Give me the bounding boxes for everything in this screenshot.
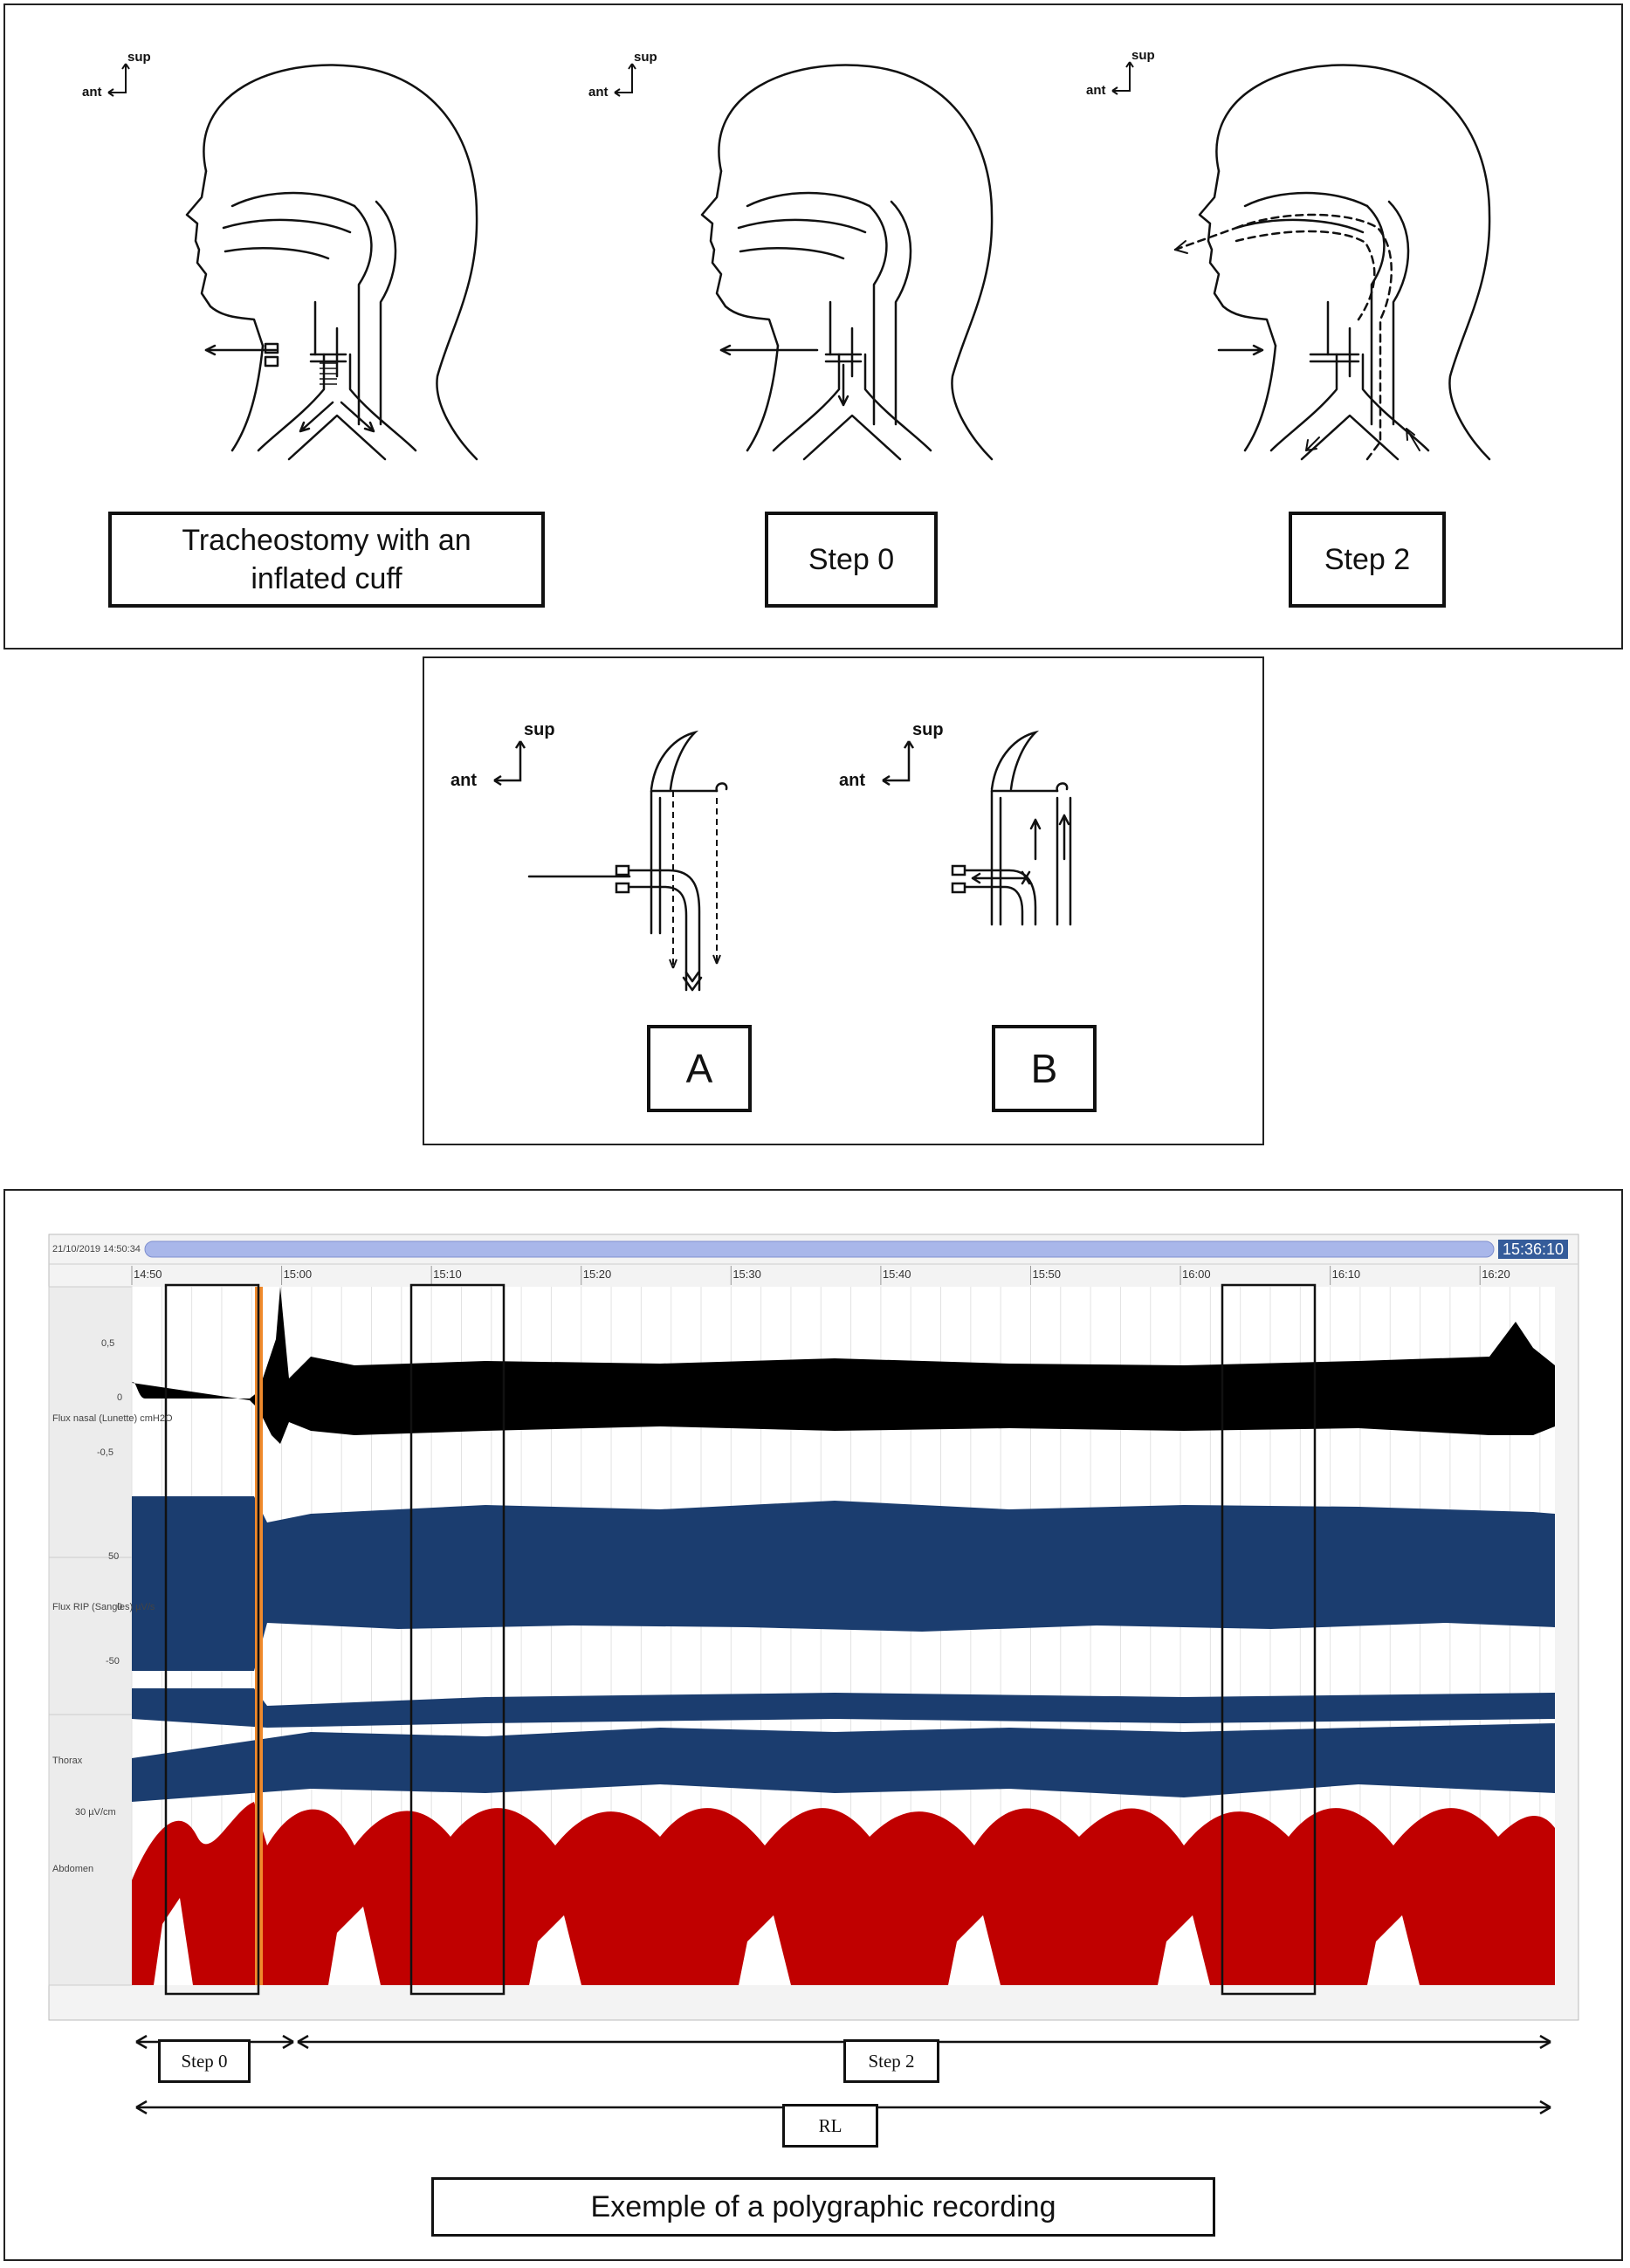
time-tick-label: 16:10 xyxy=(1332,1268,1361,1281)
highlight-box-1 xyxy=(164,1283,260,1996)
time-tick-label: 15:40 xyxy=(883,1268,911,1281)
svg-text:sup: sup xyxy=(524,720,555,739)
channel-rip-flow-trace xyxy=(132,1496,1555,1671)
channel-label-3: Thorax xyxy=(52,1756,83,1766)
svg-text:sup: sup xyxy=(634,50,657,65)
cannula-diagram-b xyxy=(951,730,1072,926)
time-tick-label: 15:30 xyxy=(732,1268,761,1281)
svg-text:ant: ant xyxy=(839,771,865,790)
highlight-box-2 xyxy=(409,1283,506,1996)
recording-datetime: 21/10/2019 14:50:34 xyxy=(52,1244,141,1254)
channel-label-2: Flux RIP (Sangles) µV/s xyxy=(52,1602,155,1612)
head-diagram-step2 xyxy=(1173,64,1491,461)
label-step2-recording: Step 2 xyxy=(843,2039,939,2083)
svg-text:0,5: 0,5 xyxy=(101,1338,114,1349)
time-tick-label: 16:00 xyxy=(1182,1268,1211,1281)
axes-indicator-3: sup ant xyxy=(1086,48,1155,98)
axes-indicator-2: sup ant xyxy=(588,50,657,100)
head-diagram-step0 xyxy=(700,64,994,461)
cannula-diagram-a xyxy=(527,730,728,992)
svg-text:ant: ant xyxy=(588,85,609,100)
svg-text:ant: ant xyxy=(1086,83,1106,98)
label-b: B xyxy=(992,1025,1097,1112)
middle-panel: sup ant sup ant xyxy=(423,656,1264,1145)
time-tick-label: 15:50 xyxy=(1032,1268,1061,1281)
axis-sup-label: sup xyxy=(127,50,151,65)
channel-nasal-flow-trace xyxy=(132,1287,1555,1444)
axes-indicator-1: sup ant xyxy=(82,50,151,100)
time-tick-label: 15:10 xyxy=(433,1268,462,1281)
svg-text:ant: ant xyxy=(450,771,477,790)
label-step0-top: Step 0 xyxy=(765,512,938,608)
highlight-box-3 xyxy=(1221,1283,1317,1996)
channel-thorax-trace xyxy=(132,1723,1555,1802)
label-tracheostomy: Tracheostomy with an inflated cuff xyxy=(108,512,545,608)
label-a: A xyxy=(647,1025,752,1112)
head-diagram-tracheostomy xyxy=(185,64,478,461)
channel-label-1: Flux nasal (Lunette) cmH2O xyxy=(52,1413,173,1424)
clock-readout: 15:36:10 xyxy=(1503,1241,1564,1258)
svg-text:-0,5: -0,5 xyxy=(97,1447,113,1458)
svg-text:0: 0 xyxy=(117,1602,122,1612)
svg-text:sup: sup xyxy=(912,720,944,739)
top-panel: sup ant sup ant sup ant Tracheostomy wit… xyxy=(3,3,1623,649)
label-step0-recording: Step 0 xyxy=(158,2039,251,2083)
axes-indicator-4: sup ant xyxy=(450,720,555,790)
svg-text:-50: -50 xyxy=(106,1656,120,1667)
svg-text:30 µV/cm: 30 µV/cm xyxy=(75,1807,116,1818)
time-tick-label: 15:20 xyxy=(583,1268,612,1281)
time-tick-label: 14:50 xyxy=(134,1268,162,1281)
svg-text:50: 50 xyxy=(108,1551,119,1562)
channel-label-4: Abdomen xyxy=(52,1864,93,1874)
time-tick-label: 15:00 xyxy=(284,1268,313,1281)
svg-text:0: 0 xyxy=(117,1392,122,1403)
svg-text:sup: sup xyxy=(1131,48,1155,63)
label-rl: RL xyxy=(782,2104,878,2148)
bottom-panel: 15:36:10 21/10/2019 14:50:34 14:50 15:00 1… xyxy=(3,1189,1623,2261)
axes-indicator-5: sup ant xyxy=(839,720,944,790)
label-step2-top: Step 2 xyxy=(1289,512,1446,608)
recording-caption: Exemple of a polygraphic recording xyxy=(431,2177,1215,2237)
axis-ant-label: ant xyxy=(82,85,102,100)
polygraph-screenshot: 15:36:10 21/10/2019 14:50:34 14:50 15:00 1… xyxy=(48,1234,1579,2021)
time-tick-label: 16:20 xyxy=(1482,1268,1510,1281)
